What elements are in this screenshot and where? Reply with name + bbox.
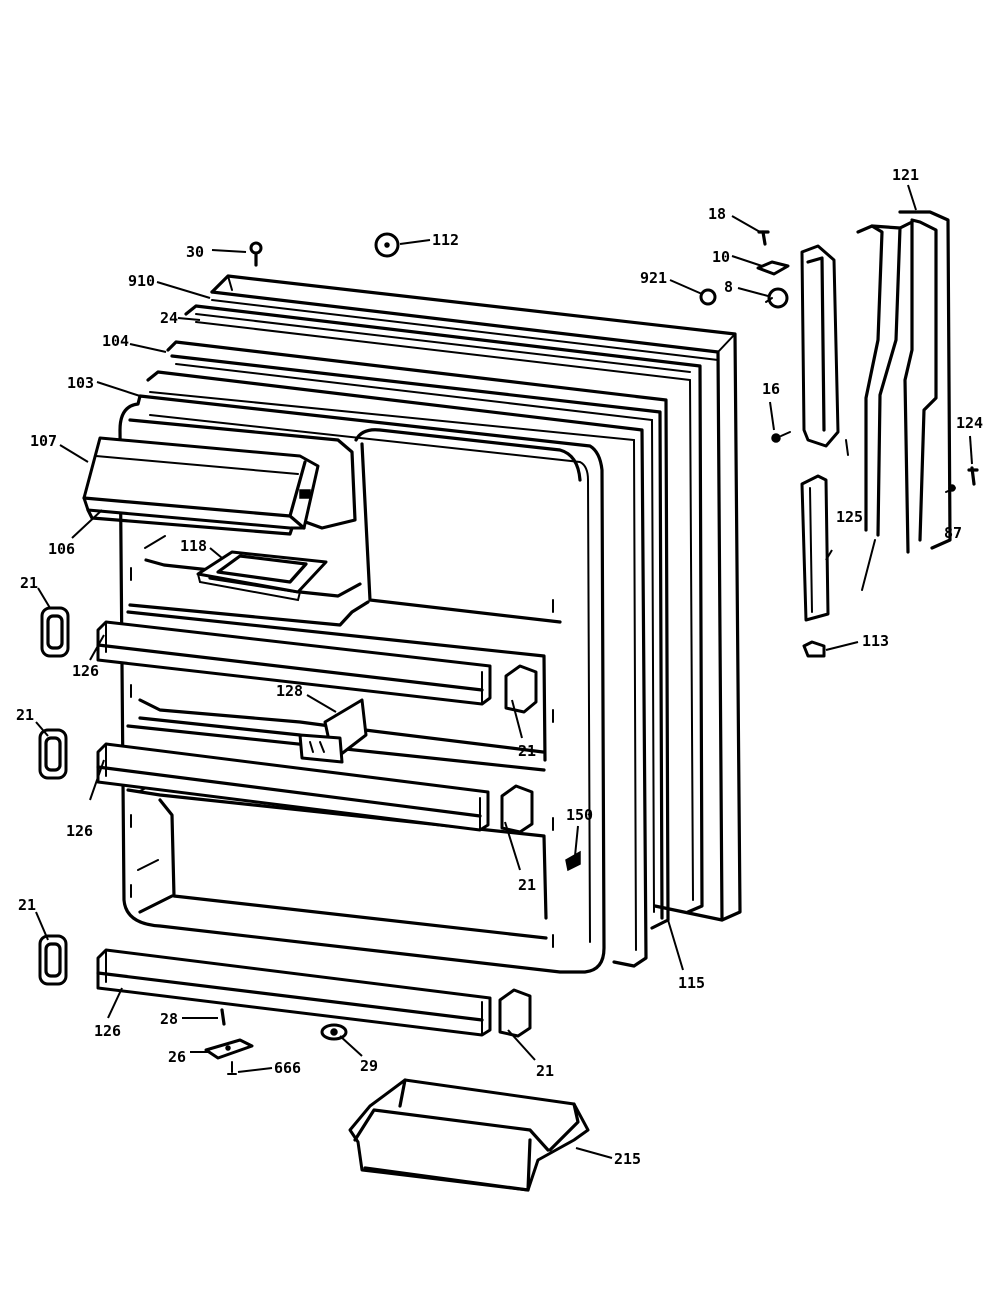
inner-door-liner	[118, 394, 606, 974]
callout-118: 118	[180, 537, 207, 555]
plug-921	[699, 288, 717, 306]
callout-18: 18	[708, 205, 726, 223]
outer-door-panel	[210, 274, 742, 922]
callout-126-upper: 126	[72, 662, 99, 680]
small-part-28	[220, 1008, 226, 1026]
callout-921: 921	[640, 269, 667, 287]
callout-115: 115	[678, 974, 705, 992]
callout-30: 30	[186, 243, 204, 261]
callout-21-right-3: 21	[536, 1062, 554, 1080]
callout-10: 10	[712, 248, 730, 266]
callout-8: 8	[724, 278, 733, 296]
shelf-support-cap-left-3	[38, 934, 68, 986]
callout-21-left-3: 21	[18, 896, 36, 914]
callout-666: 666	[274, 1059, 301, 1077]
door-breaker-strip	[184, 304, 704, 914]
door-shelf-rail-middle	[96, 742, 490, 832]
callout-113: 113	[862, 632, 889, 650]
shelf-support-cap-right-2	[500, 784, 534, 834]
shelf-support-cap-right-3	[498, 988, 532, 1038]
screw-16	[771, 431, 791, 443]
plug-button-112	[374, 232, 400, 258]
callout-215: 215	[614, 1150, 641, 1168]
leader-lines	[35, 184, 973, 1159]
callout-126-lower: 126	[94, 1022, 121, 1040]
door-handle-strip-125	[800, 474, 830, 622]
callout-104: 104	[102, 332, 129, 350]
shelf-divider	[298, 698, 368, 764]
callout-126-middle: 126	[66, 822, 93, 840]
callout-21-right-2: 21	[518, 876, 536, 894]
small-part-26	[204, 1038, 254, 1060]
callout-28: 28	[160, 1010, 178, 1028]
screw-87	[945, 484, 956, 493]
callout-910: 910	[128, 272, 155, 290]
door-shelf-rail-upper	[96, 620, 492, 706]
callout-29: 29	[360, 1057, 378, 1075]
callout-labels: 30 112 910 24 104 103 107 106 118 21 21 …	[16, 166, 983, 1168]
callout-150: 150	[566, 806, 593, 824]
shelf-support-cap-right-1	[504, 664, 538, 714]
shelf-support-cap-left-1	[40, 606, 70, 658]
shelf-support-cap-left-2	[38, 728, 68, 780]
small-part-666	[227, 1061, 237, 1075]
callout-87: 87	[944, 524, 962, 542]
callout-125: 125	[836, 508, 863, 526]
callout-24: 24	[160, 309, 178, 327]
door-handle-121	[856, 210, 952, 591]
handle-cap-113	[802, 640, 826, 658]
callout-124: 124	[956, 414, 983, 432]
screw-30	[249, 241, 263, 267]
callout-26: 26	[168, 1048, 186, 1066]
door-hinge-bracket	[800, 244, 849, 456]
door-shelf-rail-lower	[96, 948, 492, 1037]
egg-tray	[196, 550, 328, 602]
door-cam	[565, 850, 581, 872]
callout-106: 106	[48, 540, 75, 558]
door-liner-frame	[146, 370, 648, 968]
callout-16: 16	[762, 380, 780, 398]
dairy-door	[82, 436, 320, 536]
door-gasket	[166, 340, 670, 930]
hinge-part-10	[756, 260, 790, 276]
callout-107: 107	[30, 432, 57, 450]
screw-124	[967, 466, 979, 486]
callout-21-right-1: 21	[518, 742, 536, 760]
bushing-8	[765, 287, 789, 309]
callout-121: 121	[892, 166, 919, 184]
door-bin	[348, 1078, 590, 1192]
screw-18	[757, 230, 770, 246]
small-part-29	[320, 1023, 348, 1041]
callout-128: 128	[276, 682, 303, 700]
callout-21-left-2: 21	[16, 706, 34, 724]
callout-112: 112	[432, 231, 459, 249]
callout-103: 103	[67, 374, 94, 392]
callout-21-left-1: 21	[20, 574, 38, 592]
